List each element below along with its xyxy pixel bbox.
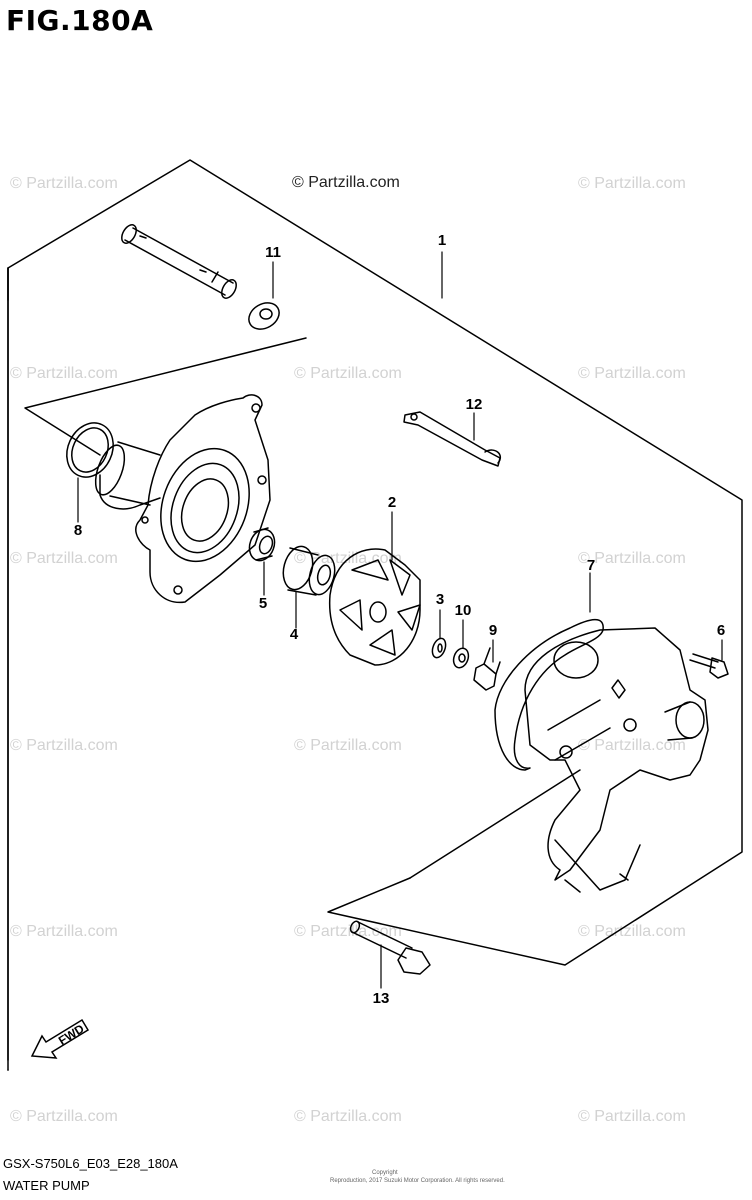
callout-1: 1 [437, 232, 447, 249]
watermark: © Partzilla.com [10, 923, 118, 940]
callout-4: 4 [289, 626, 299, 643]
callout-8: 8 [73, 522, 83, 539]
callout-2: 2 [387, 494, 397, 511]
watermark: © Partzilla.com [294, 365, 402, 382]
callout-9: 9 [488, 622, 498, 639]
oil-seal-5 [248, 527, 276, 562]
watermark: © Partzilla.com [578, 550, 686, 567]
pump-shaft [121, 224, 237, 299]
bolt-6 [689, 653, 729, 679]
watermark: © Partzilla.com [578, 923, 686, 940]
impeller-2 [328, 548, 421, 666]
leader-lines [77, 251, 723, 989]
assembly-boundary-notch [7, 267, 307, 1071]
watermark: © Partzilla.com [578, 365, 686, 382]
figure-title: FIG.180A [6, 4, 154, 37]
clamp-12 [403, 411, 502, 467]
washer-3 [431, 637, 447, 659]
pump-cover [524, 627, 709, 893]
section-name: WATER PUMP [3, 1178, 90, 1193]
copyright-line: Copyright [372, 1170, 398, 1176]
watermark: © Partzilla.com [578, 175, 686, 192]
fwd-arrow-icon: FWD [30, 1018, 90, 1059]
watermark: © Partzilla.com [10, 1108, 118, 1125]
watermark-main: © Partzilla.com [292, 174, 400, 191]
o-ring-8 [66, 422, 114, 478]
watermark: © Partzilla.com [10, 365, 118, 382]
callout-12: 12 [465, 396, 483, 413]
bolt-13 [349, 920, 431, 975]
watermark: © Partzilla.com [10, 550, 118, 567]
callout-5: 5 [258, 595, 268, 612]
callout-6: 6 [716, 622, 726, 639]
copyright-notice: Reproduction, 2017 Suzuki Motor Corporat… [330, 1178, 505, 1184]
callout-10: 10 [454, 602, 472, 619]
watermark: © Partzilla.com [294, 923, 402, 940]
callout-13: 13 [372, 990, 390, 1007]
callout-7: 7 [586, 557, 596, 574]
watermark: © Partzilla.com [10, 737, 118, 754]
washer-11 [248, 302, 280, 330]
watermark: © Partzilla.com [578, 737, 686, 754]
bolt-9 [473, 647, 501, 691]
mechanical-seal-4 [282, 545, 336, 596]
washer-10 [452, 647, 470, 669]
assembly-boundary [7, 159, 743, 1071]
callout-11: 11 [265, 244, 281, 261]
watermark: © Partzilla.com [10, 175, 118, 192]
model-code: GSX-S750L6_E03_E28_180A [3, 1156, 178, 1171]
gasket-7 [494, 618, 604, 771]
pump-case [94, 394, 271, 604]
watermark: © Partzilla.com [294, 737, 402, 754]
watermark: © Partzilla.com [578, 1108, 686, 1125]
watermark: © Partzilla.com [294, 1108, 402, 1125]
callout-3: 3 [435, 591, 445, 608]
